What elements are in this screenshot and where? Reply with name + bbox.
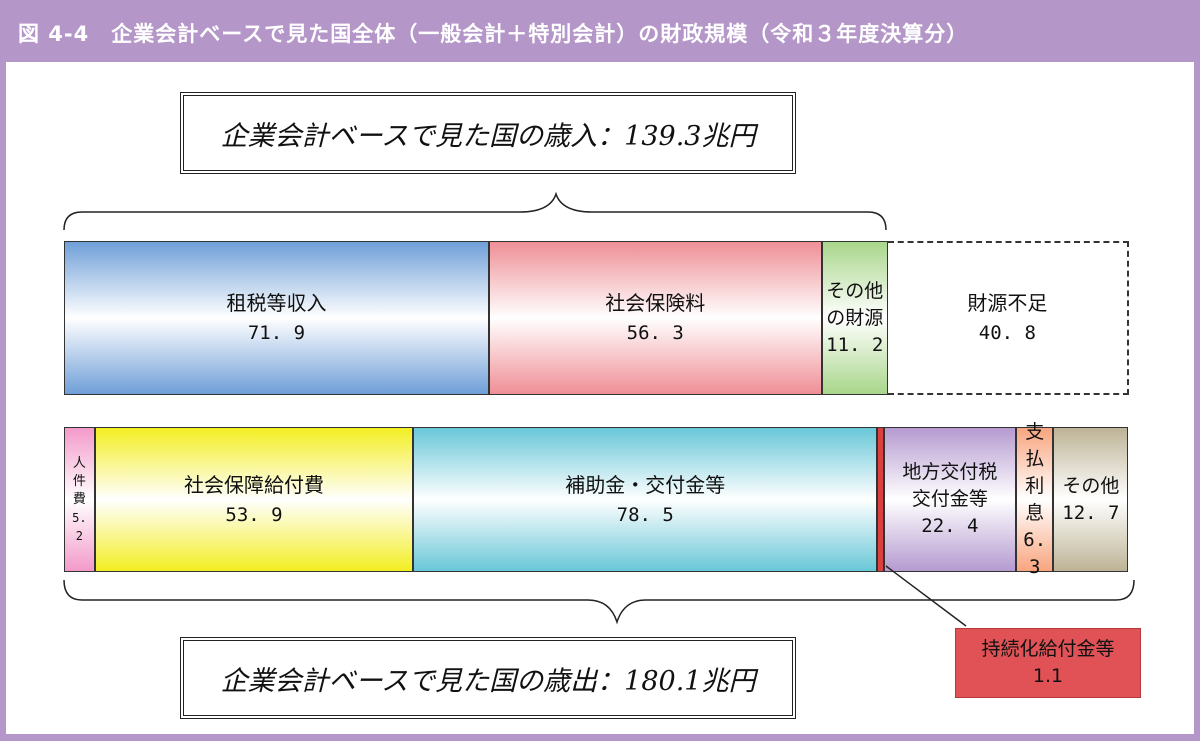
callout-leader-line [885, 565, 967, 627]
revenue-other-segment-value: 11. 2 [826, 333, 884, 356]
expenditure-other-segment-value: 12. 7 [1062, 501, 1120, 524]
expenditure-personnel-segment: 人件費 5. 2 [64, 427, 95, 572]
revenue-shortfall-segment: 財源不足 40. 8 [887, 241, 1129, 395]
chart-panel [6, 62, 1194, 734]
sustain-benefit-callout: 持続化給付金等 1.1 [955, 628, 1141, 698]
expenditure-subsidies-segment-label-line: 補助金・交付金等 [565, 472, 726, 497]
expenditure-brace [63, 579, 1135, 625]
revenue-tax-segment-label-line: 租税等収入 [226, 291, 327, 315]
expenditure-local-grant-segment-label-line: 交付金等 [911, 488, 988, 510]
expenditure-social-security-segment: 社会保障給付費 53. 9 [94, 427, 414, 572]
revenue-brace [63, 191, 887, 231]
expenditure-other-segment: その他 12. 7 [1053, 427, 1129, 572]
expenditure-social-security-segment-value: 53. 9 [225, 503, 283, 526]
revenue-tax-segment: 租税等収入 71. 9 [64, 241, 489, 395]
expenditure-social-security-segment-label-line: 社会保障給付費 [183, 472, 324, 497]
expenditure-personnel-segment-label-line: 費 [72, 491, 86, 507]
expenditure-subsidies-segment: 補助金・交付金等 78. 5 [413, 427, 878, 572]
revenue-title: 企業会計ベースで見た国の歳入：139.3兆円 [220, 120, 756, 152]
expenditure-interest-segment: 支払利息 6. 3 [1016, 421, 1054, 578]
revenue-other-segment: その他の財源 11. 2 [821, 241, 888, 395]
expenditure-subsidies-segment-value: 78. 5 [616, 503, 674, 526]
expenditure-interest-segment-label-line: 支払 [1025, 420, 1045, 470]
sustain-callout-label: 持続化給付金等 [981, 638, 1115, 660]
expenditure-personnel-segment-label-line: 件 [72, 473, 86, 489]
revenue-shortfall-segment-label-line: 財源不足 [967, 291, 1048, 315]
expenditure-title-box: 企業会計ベースで見た国の歳出：180.1兆円 [180, 637, 796, 719]
revenue-title-box: 企業会計ベースで見た国の歳入：139.3兆円 [180, 92, 796, 174]
expenditure-title: 企業会計ベースで見た国の歳出：180.1兆円 [220, 665, 756, 697]
figure-title: 図 4-4 企業会計ベースで見た国全体（一般会計＋特別会計）の財政規模（令和３年… [18, 22, 969, 46]
expenditure-sustain-benefit-segment [877, 427, 884, 572]
sustain-callout-value: 1.1 [1032, 665, 1064, 687]
expenditure-other-segment-label-line: その他 [1062, 474, 1120, 497]
expenditure-local-grant-segment-label-line: 地方交付税 [902, 461, 998, 483]
expenditure-personnel-segment-value: 5. 2 [72, 510, 87, 543]
revenue-other-segment-label-line: その他 [826, 279, 884, 302]
revenue-social-insurance-segment: 社会保険料 56. 3 [488, 241, 822, 395]
revenue-social-insurance-segment-value: 56. 3 [626, 322, 684, 344]
revenue-other-segment-label-line: の財源 [826, 306, 884, 329]
revenue-shortfall-segment-value: 40. 8 [978, 322, 1036, 344]
revenue-social-insurance-segment-label-line: 社会保険料 [605, 291, 706, 315]
expenditure-personnel-segment-label-line: 人 [72, 455, 86, 471]
expenditure-interest-segment-label-line: 利息 [1025, 474, 1045, 524]
expenditure-interest-segment-value: 6. 3 [1023, 528, 1047, 578]
expenditure-local-grant-segment-value: 22. 4 [921, 515, 979, 537]
expenditure-local-grant-segment: 地方交付税交付金等 22. 4 [883, 427, 1017, 572]
revenue-tax-segment-value: 71. 9 [247, 322, 306, 344]
figure-header: 図 4-4 企業会計ベースで見た国全体（一般会計＋特別会計）の財政規模（令和３年… [0, 0, 1200, 62]
